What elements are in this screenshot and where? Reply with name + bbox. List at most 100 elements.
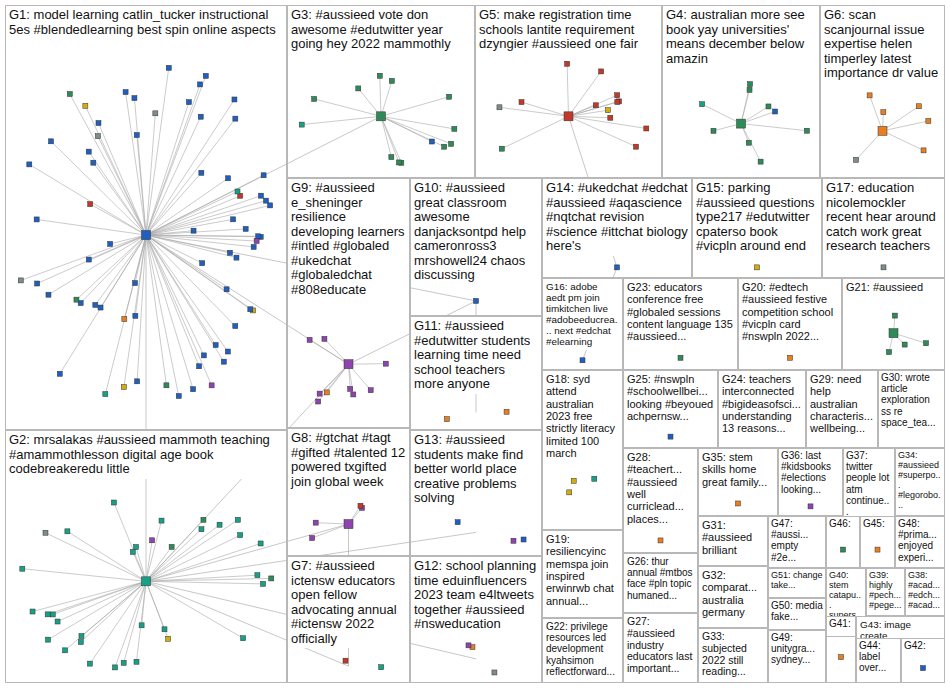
network-vertex: [474, 298, 479, 303]
network-tie: [569, 110, 608, 116]
group-box: G4: australian more see book yay univers…: [662, 5, 820, 178]
group-label: G15: parking #aussieed questions type217…: [693, 179, 821, 256]
group-label: G26: thur annual #mtbos face #pln topic …: [624, 554, 697, 603]
group-label: G16: adobe aedt pm join timkitchen live …: [543, 279, 622, 350]
network-tie: [48, 581, 146, 639]
network-vertex: [258, 193, 263, 198]
group-box: G51: change take...: [768, 568, 826, 598]
network-vertex: [678, 355, 683, 360]
network-vertex: [921, 148, 926, 153]
network-tie: [318, 364, 348, 401]
network-tie: [381, 116, 444, 146]
group-box: G25: #nswpln #schoolwellbei... looking #…: [623, 370, 718, 448]
group-label: G20: #edtech #aussieed festive competiti…: [739, 279, 841, 345]
group-label: G25: #nswpln #schoolwellbei... looking #…: [624, 371, 717, 424]
network-vertex: [233, 324, 238, 329]
network-vertex: [35, 281, 40, 286]
network-tie: [101, 235, 146, 307]
group-box: G23: educators conference free #globaled…: [623, 278, 738, 370]
group-label: G32: comparat... australia germany: [699, 567, 767, 620]
network-tie: [146, 529, 201, 581]
network-vertex: [162, 627, 167, 632]
group-box: G17: education nicolemockler recent hear…: [822, 178, 945, 278]
group-box: G20: #edtech #aussieed festive competiti…: [738, 278, 842, 370]
network-tie: [90, 581, 146, 663]
network-vertex: [213, 343, 218, 348]
network-vertex: [737, 119, 746, 128]
network-vertex: [96, 121, 101, 126]
network-vertex: [926, 118, 931, 123]
network-vertex: [133, 313, 138, 318]
network-vertex: [248, 307, 253, 312]
network-tie: [146, 175, 264, 235]
network-tie: [741, 124, 761, 162]
network-vertex: [134, 133, 139, 138]
network-tie: [146, 581, 263, 584]
network-tie: [48, 235, 146, 295]
group-label: G50: media fake...: [769, 599, 825, 623]
network-vertex: [86, 257, 91, 262]
network-vertex: [921, 666, 926, 671]
group-label: G18: syd attend australian 2023 free str…: [543, 371, 622, 461]
network-vertex: [95, 134, 100, 139]
group-box: G36: last #kidsbooks #elections looking.…: [778, 448, 843, 516]
network-vertex: [261, 173, 266, 178]
group-box: G10: #aussieed great classroom awesome d…: [410, 178, 542, 316]
network-tie: [146, 543, 261, 581]
network-tie: [124, 581, 146, 663]
network-vertex: [121, 660, 126, 665]
network-vertex: [379, 665, 384, 670]
network-vertex: [700, 102, 705, 107]
network-tie: [567, 64, 568, 117]
network-vertex: [268, 203, 273, 208]
group-box: G31: #aussieed brilliant: [698, 516, 768, 566]
network-tie: [37, 235, 146, 283]
network-vertex: [209, 383, 214, 388]
group-box: G24: teachers interconnected #bigideasof…: [718, 370, 806, 448]
network-vertex: [235, 517, 240, 522]
network-tie: [48, 581, 146, 614]
network-tie: [302, 116, 381, 124]
network-vertex: [748, 82, 753, 87]
network-tie: [146, 525, 220, 582]
network-vertex: [113, 665, 118, 670]
network-vertex: [447, 94, 452, 99]
network-vertex: [235, 189, 240, 194]
network-vertex: [122, 317, 127, 322]
network-vertex: [153, 111, 158, 116]
network-vertex: [344, 520, 353, 529]
group-box: G19: resiliencyinc memspa join inspired …: [542, 530, 623, 618]
network-vertex: [755, 265, 760, 270]
network-vertex: [139, 623, 144, 628]
network-tie: [569, 102, 618, 116]
network-vertex: [615, 93, 620, 98]
network-vertex: [615, 99, 620, 104]
network-vertex: [166, 636, 171, 641]
network-tie: [349, 363, 386, 365]
group-label: G48: #prima... enjoyed experi...: [896, 517, 944, 564]
network-vertex: [45, 612, 50, 617]
network-tie: [146, 99, 234, 235]
network-vertex: [176, 394, 181, 399]
network-tie: [22, 569, 146, 582]
network-vertex: [605, 108, 610, 113]
group-label: G7: #aussieed ictensw educators open fel…: [288, 557, 409, 648]
group-label: G47: #aussi... empty #2e...: [769, 517, 825, 564]
network-tie: [81, 581, 146, 642]
group-box: G35: stem skills home great family...: [698, 448, 778, 516]
network-vertex: [511, 538, 516, 543]
group-box: G42:: [901, 638, 945, 683]
network-tie: [126, 92, 146, 235]
network-tie: [58, 581, 146, 621]
group-box: G38: #acad... #edch... #acad...: [905, 568, 945, 616]
network-tie: [89, 152, 146, 235]
network-vertex: [343, 658, 348, 663]
network-vertex: [98, 305, 103, 310]
network-vertex: [497, 105, 502, 110]
network-vertex: [18, 278, 23, 283]
network-vertex: [519, 100, 524, 105]
network-tie: [67, 531, 146, 581]
network-vertex: [226, 176, 231, 181]
group-label: G42:: [902, 639, 944, 652]
network-tie: [146, 235, 254, 247]
